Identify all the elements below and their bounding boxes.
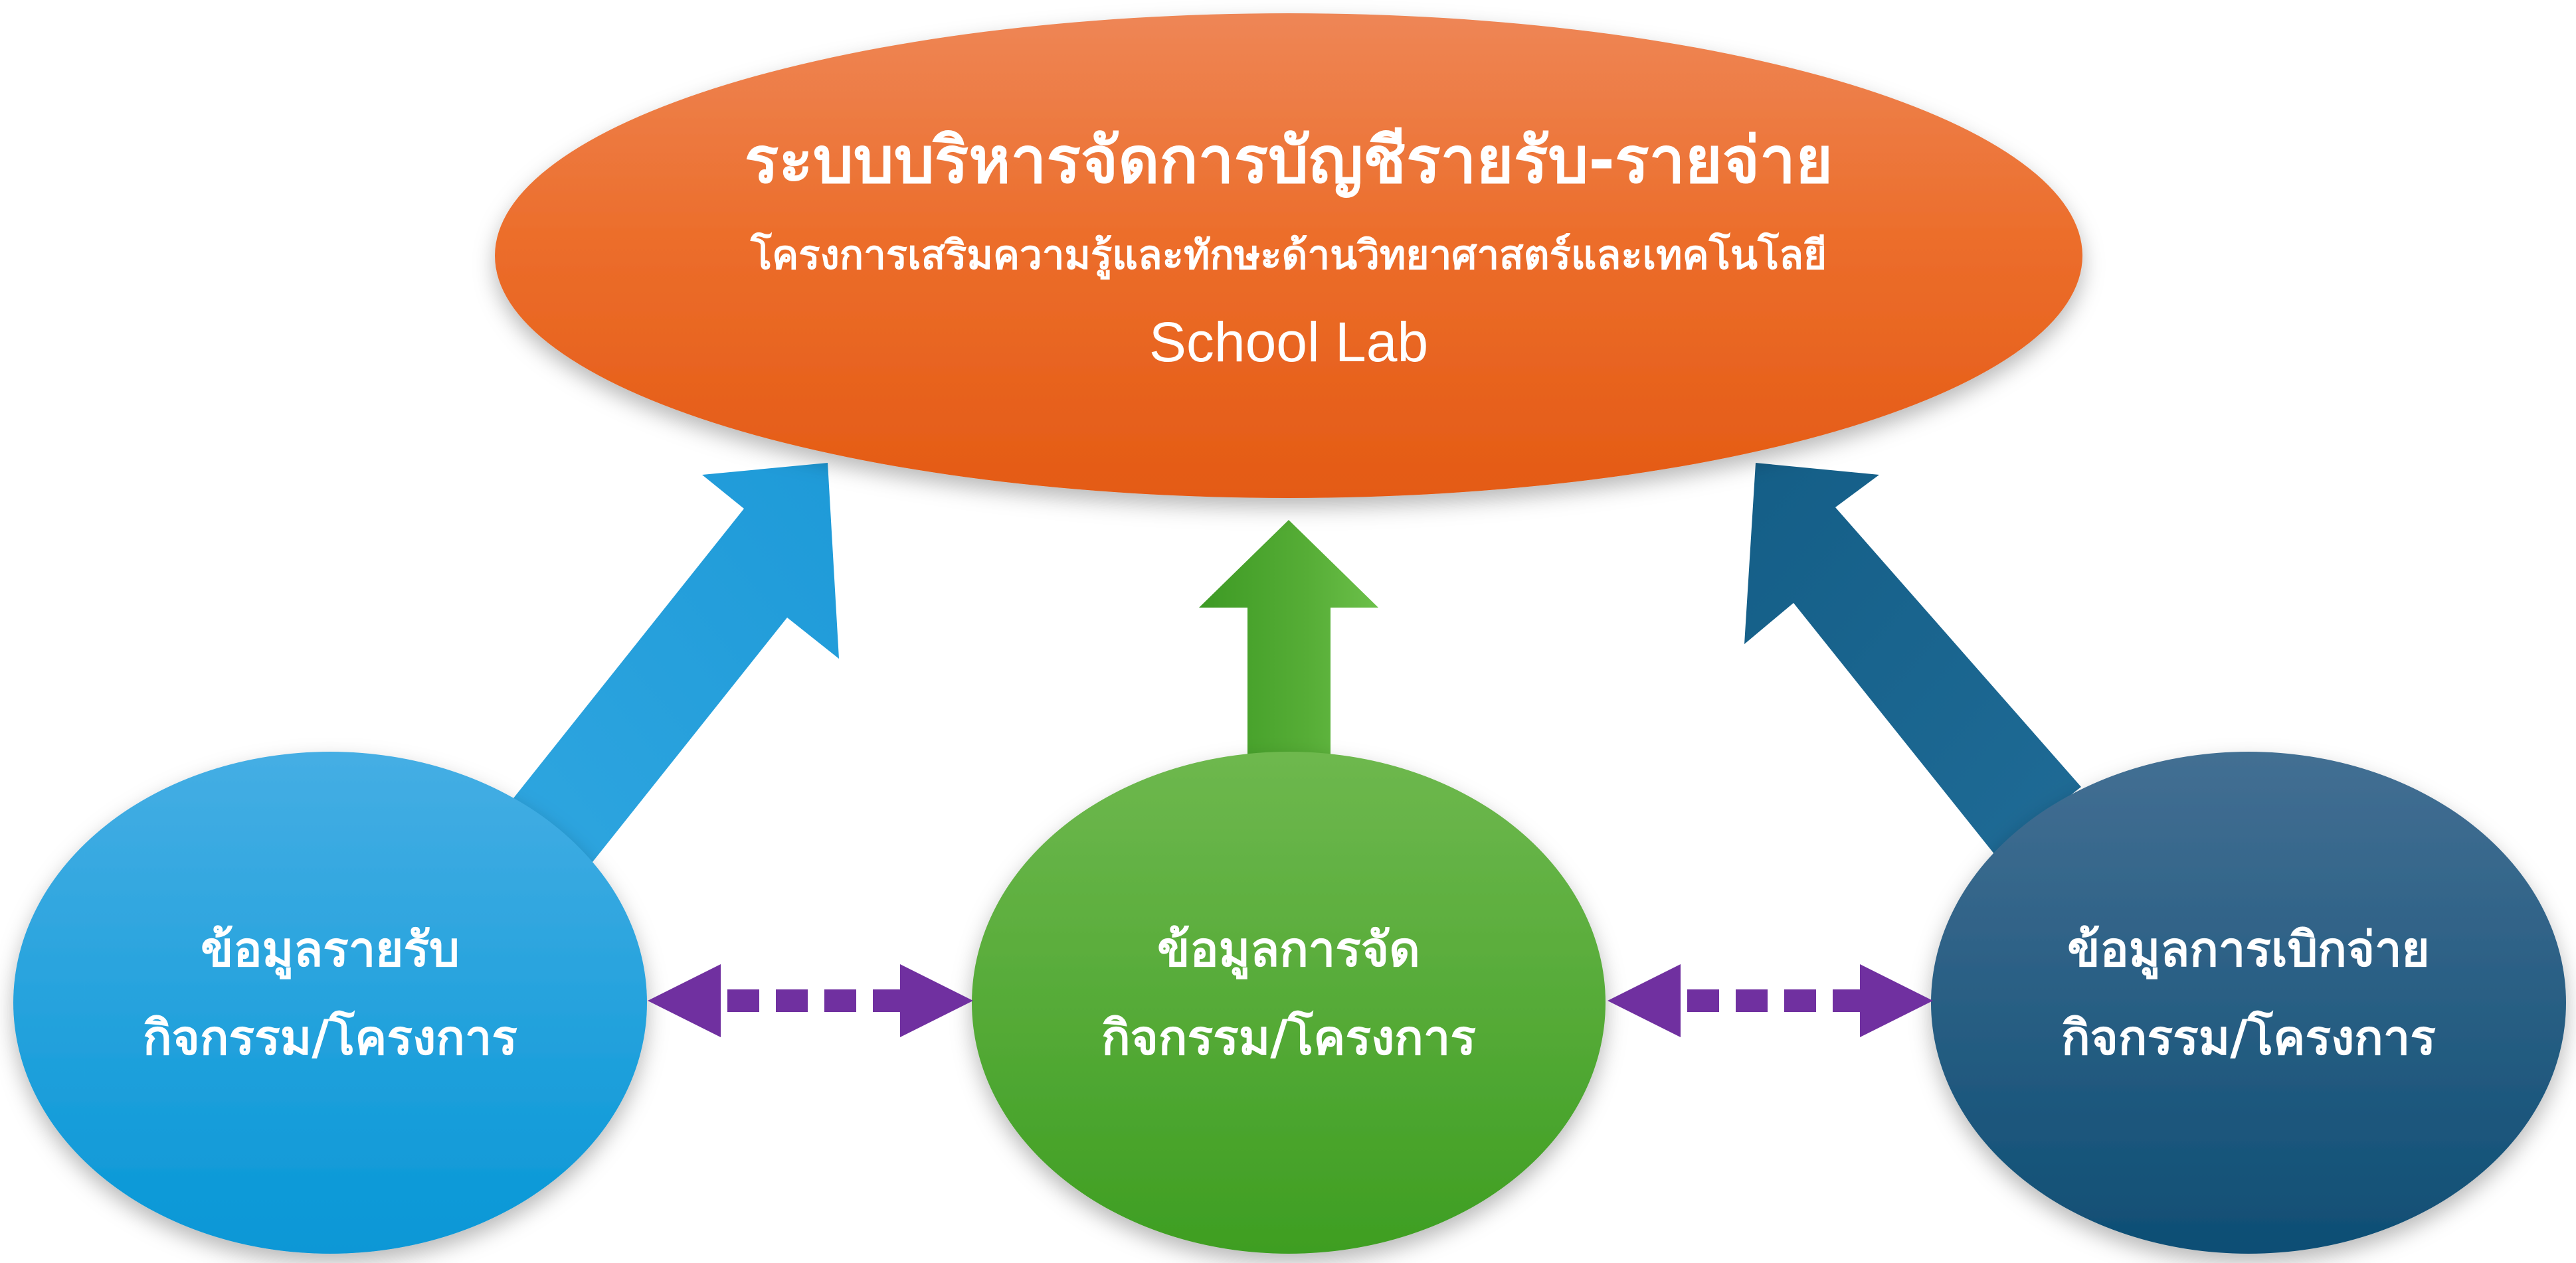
management-node-line1: ข้อมูลการจัด xyxy=(1157,922,1420,980)
income-node-line1: ข้อมูลรายรับ xyxy=(201,922,460,980)
main-system-node xyxy=(495,13,2082,498)
expense-node xyxy=(1931,752,2566,1254)
income-node xyxy=(13,752,647,1254)
main-title: ระบบบริหารจัดการบัญชีรายรับ-รายจ่าย xyxy=(745,123,1833,199)
management-node xyxy=(972,752,1606,1254)
arrow-management-to-main xyxy=(1199,520,1378,757)
arrow-income-to-main xyxy=(500,463,839,878)
arrow-expense-to-main xyxy=(1744,463,2081,855)
income-node-line2: กิจกรรม/โครงการ xyxy=(143,1009,517,1066)
exchange-arrow-management-expense xyxy=(1608,964,1933,1037)
expense-node-line1: ข้อมูลการเบิกจ่าย xyxy=(2067,922,2429,980)
management-node-line2: กิจกรรม/โครงการ xyxy=(1101,1009,1476,1066)
main-subtitle: โครงการเสริมความรู้และทักษะด้านวิทยาศาสต… xyxy=(750,232,1827,280)
expense-node-line2: กิจกรรม/โครงการ xyxy=(2061,1009,2436,1066)
main-program: School Lab xyxy=(1149,311,1428,373)
exchange-arrow-income-management xyxy=(648,964,973,1037)
